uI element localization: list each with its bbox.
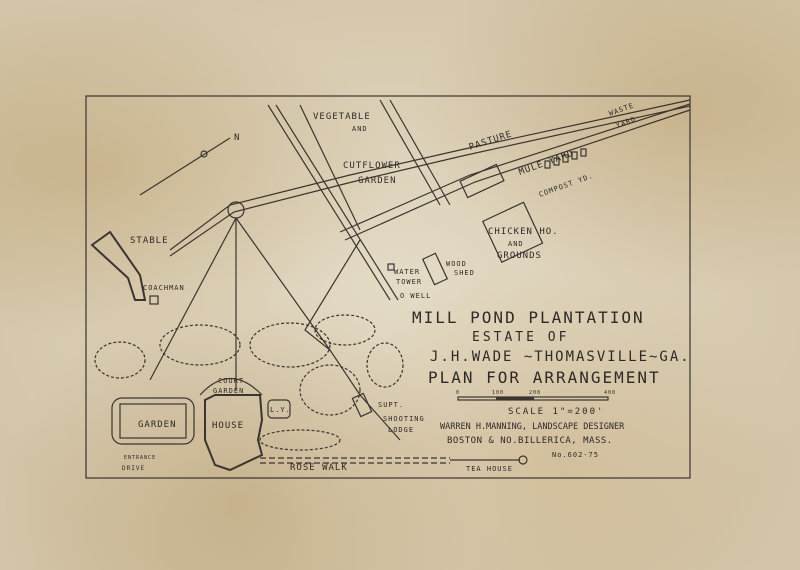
- chicken-house: [481, 201, 544, 263]
- coachman-house: [149, 295, 159, 305]
- estate-of: ESTATE OF: [472, 330, 569, 345]
- plan-subtitle: PLAN FOR ARRANGEMENT: [428, 368, 661, 387]
- map-label: MULE YARD: [518, 149, 576, 178]
- wood-shed: [421, 252, 449, 286]
- scale-tick: 400: [604, 390, 616, 396]
- map-label: AND: [508, 240, 524, 248]
- map-label: YARD: [615, 115, 637, 130]
- laundry-yard: [267, 399, 291, 419]
- map-border: [85, 95, 691, 479]
- map-label: AND: [352, 125, 368, 133]
- owner-line: J.H.WADE ~THOMASVILLE~GA.: [430, 349, 691, 365]
- shooting-lodge: [351, 392, 373, 418]
- scale-tick: 100: [492, 390, 504, 396]
- title-block: MILL POND PLANTATION ESTATE OF J.H.WADE …: [412, 308, 691, 459]
- roads: [149, 99, 691, 465]
- scale-tick: 200: [529, 390, 541, 396]
- map-label: HOUSE: [212, 421, 244, 431]
- north-arrow-icon: N: [139, 133, 240, 196]
- map-label: GARDEN: [138, 420, 177, 430]
- scale-bar: 0 100 200 400: [456, 390, 616, 401]
- map-label: DRIVE: [122, 465, 145, 472]
- address-line: BOSTON & NO.BILLERICA, MASS.: [447, 436, 613, 446]
- map-label: TEA HOUSE: [466, 465, 513, 473]
- map-label: SUPT.: [378, 401, 404, 409]
- map-label: COURT: [218, 377, 244, 385]
- map-label: L.Y.: [270, 406, 291, 414]
- north-label: N: [234, 133, 240, 143]
- map-label: STABLE: [130, 236, 169, 246]
- tea-house-marker: [518, 455, 528, 465]
- map-label: COACHMAN: [143, 284, 185, 292]
- buildings: [90, 148, 587, 472]
- map-label: TOWER: [396, 278, 422, 286]
- map-label: SHOOTING: [383, 415, 425, 423]
- map-label: VEGETABLE: [313, 112, 371, 122]
- map-label: SHED: [454, 269, 475, 277]
- designer-line: WARREN H.MANNING, LANDSCAPE DESIGNER: [440, 422, 625, 432]
- map-label: ENTRANCE: [124, 455, 156, 461]
- map-label: O WELL: [400, 292, 431, 300]
- map-label: CUTFLOWER: [343, 161, 401, 171]
- court-garden: [199, 377, 263, 396]
- mule-yard-barn: [459, 163, 505, 199]
- map-label: GARDEN: [358, 176, 397, 186]
- tree-masses: [94, 314, 404, 451]
- stable-building: [90, 230, 147, 301]
- map-label: CHICKEN HO.: [488, 227, 559, 237]
- map-label: GARDEN: [213, 387, 244, 395]
- water-tower: [387, 263, 395, 271]
- map-label: WATER: [394, 268, 420, 276]
- compost-bins: [544, 148, 587, 169]
- map-label: COMPOST YD.: [538, 172, 595, 199]
- plan-title: MILL POND PLANTATION: [412, 308, 645, 327]
- map-label: LODGE: [388, 426, 414, 434]
- map-label: ROSE WALK: [290, 463, 348, 473]
- scale-text: SCALE 1"=200': [508, 407, 604, 417]
- formal-garden: [111, 397, 195, 445]
- drawing-number: No.602-75: [552, 451, 599, 459]
- house-building: [204, 394, 264, 472]
- scale-tick: 0: [456, 390, 460, 396]
- map-label: WOOD: [446, 260, 467, 268]
- map-label: GROUNDS: [497, 251, 542, 261]
